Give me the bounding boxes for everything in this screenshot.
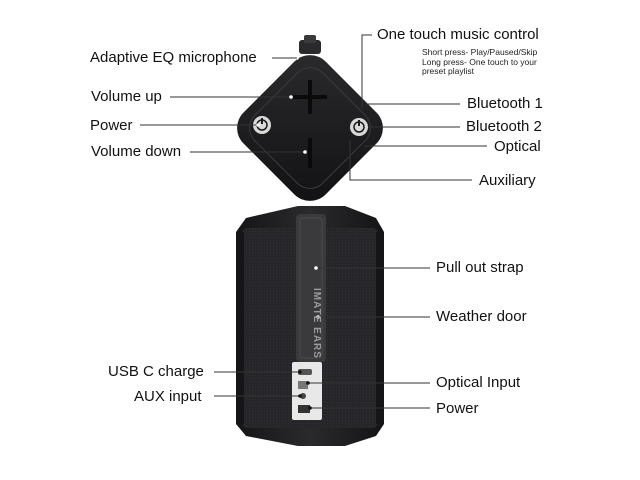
- power-port: [298, 405, 310, 413]
- label-one-touch-music-control: One touch music control: [377, 26, 539, 43]
- volume-down-icon: [308, 138, 312, 168]
- side-leader-lines: [214, 267, 430, 409]
- label-power-side: Power: [436, 400, 479, 417]
- label-bluetooth-2: Bluetooth 2: [466, 118, 542, 135]
- label-volume-down: Volume down: [91, 143, 182, 160]
- optical-port: [298, 381, 308, 389]
- note-long-press-1: Long press- One touch to your: [422, 57, 537, 67]
- strap-text: IMATE EARS: [311, 288, 322, 359]
- power-icon: [253, 116, 271, 134]
- note-short-press: Short press- Play/Paused/Skip: [422, 47, 538, 57]
- label-power-top: Power: [90, 117, 133, 134]
- label-optical: Optical: [494, 138, 541, 155]
- top-diamond: [237, 55, 383, 201]
- note-long-press-2: preset playlist: [422, 66, 474, 76]
- label-pull-out-strap: Pull out strap: [436, 259, 524, 276]
- label-usb-c-charge: USB C charge: [108, 363, 204, 380]
- label-auxiliary: Auxiliary: [479, 172, 536, 189]
- speaker-body: [236, 206, 384, 446]
- side-dots: [314, 266, 320, 319]
- pull-out-strap: [296, 214, 326, 362]
- top-leader-lines: [140, 34, 487, 181]
- label-volume-up: Volume up: [91, 88, 162, 105]
- port-dots: [298, 370, 312, 410]
- label-adaptive-eq-microphone: Adaptive EQ microphone: [90, 49, 257, 66]
- usb-c-port: [298, 369, 312, 375]
- speaker-top: [237, 35, 383, 201]
- label-bluetooth-1: Bluetooth 1: [467, 95, 543, 112]
- label-optical-input: Optical Input: [436, 374, 521, 391]
- label-weather-door: Weather door: [436, 308, 527, 325]
- label-aux-input: AUX input: [134, 388, 202, 405]
- aux-port: [300, 393, 306, 399]
- strap-loop: [299, 40, 321, 54]
- top-dots: [256, 95, 307, 154]
- music-control-icon: [350, 118, 368, 136]
